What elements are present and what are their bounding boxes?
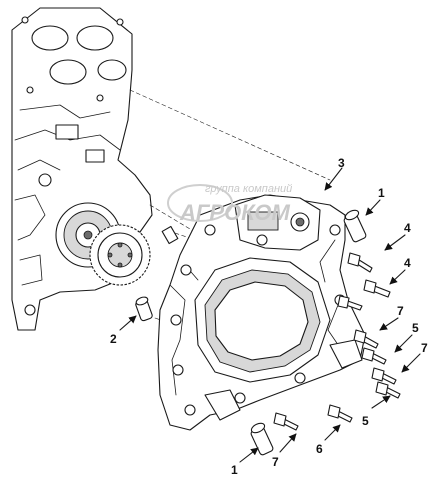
bolt-icon [273, 252, 401, 431]
callout-labels: 3 1 4 4 2 7 5 7 5 6 7 1 [110, 156, 428, 477]
callout-4-upper: 4 [404, 221, 411, 235]
callout-5-upper: 5 [412, 321, 419, 335]
arrow-icon [119, 167, 421, 463]
watermark-line2: АГРОКОМ [179, 200, 291, 225]
callout-1-bottom: 1 [231, 463, 238, 477]
callout-1-top: 1 [378, 186, 385, 200]
callout-2: 2 [110, 332, 117, 346]
callout-3: 3 [338, 156, 345, 170]
callout-5-lower: 5 [362, 414, 369, 428]
callout-6: 6 [316, 442, 323, 456]
callout-7-right: 7 [421, 341, 428, 355]
callout-7-upper: 7 [397, 304, 404, 318]
gear-cover-icon [157, 194, 366, 431]
watermark-logo: группа компаний АГРОКОМ [167, 183, 292, 225]
callout-4-lower: 4 [404, 256, 411, 270]
engine-block-icon [11, 7, 179, 331]
dowel-pin-icon [135, 209, 367, 456]
callout-7-bottom: 7 [272, 455, 279, 469]
watermark-line1: группа компаний [205, 183, 292, 195]
